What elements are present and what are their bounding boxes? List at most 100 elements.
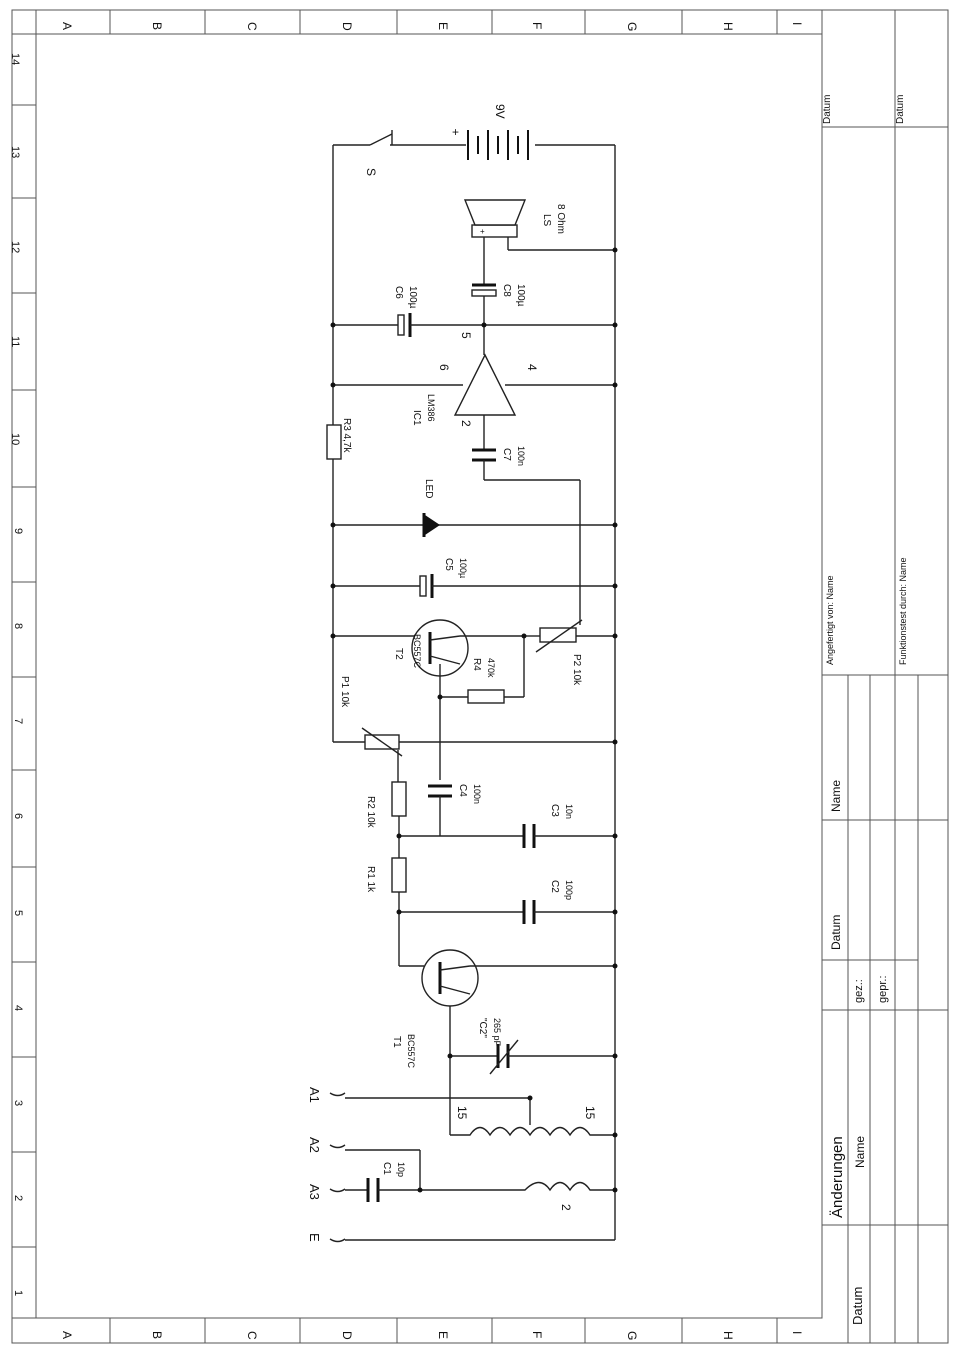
c1-label: C1 [381,1162,392,1175]
ic1-pin2: 2 [459,420,473,427]
r1-label: R1 1k [365,866,376,893]
c4-value: 100n [472,784,482,804]
col-label-top-i: I [790,22,804,25]
row-label-9: 9 [12,528,24,534]
row-label-1: 1 [12,1290,24,1296]
resistor-r4: R4 470k [440,636,525,704]
ic1-pin5: 5 [459,332,473,339]
t2-label: T2 [393,648,404,660]
capacitor-c3: C3 10n [399,804,615,848]
row-label-14: 14 [9,53,21,65]
row-label-6: 6 [12,813,24,819]
t2-type: BC557C [412,634,422,669]
ls-value: 8 Ohm [555,204,566,234]
c8-label: C8 [501,284,512,297]
transistor-t1: T1 BC557C [391,949,615,1135]
c3-label: C3 [549,804,560,817]
led-label: LED [423,479,434,498]
p2-label: P2 10k [571,654,582,686]
c7-value: 100n [516,446,526,466]
variable-capacitor-c2: "C2" 265 pF [450,1018,615,1075]
loudspeaker-ls: + LS 8 Ohm [463,199,615,285]
switch-s: S [364,130,393,176]
gez-label: gez.: [853,979,865,1003]
capacitor-c8: C8 100µ [471,283,526,355]
col-label-bottom-i: I [790,1331,804,1334]
capacitor-c6: C6 100µ [333,286,615,337]
gepr-label: gepr.: [877,975,889,1003]
r2-label: R2 10k [365,796,376,829]
c1-value: 10p [396,1162,406,1177]
name-header: Name [829,780,843,812]
col-label-bottom-a: A [60,1331,74,1339]
c6-label: C6 [393,286,404,299]
col-label-bottom-c: C [245,1331,259,1340]
junction-dots [330,247,618,1193]
ls-label: LS [541,214,552,227]
resistor-r2: R2 10k [365,781,407,858]
row-label-3: 3 [12,1100,24,1106]
col-label-top-a: A [60,22,74,30]
ic1-pin6: 6 [437,364,451,371]
col-label-bottom-g: G [625,1331,639,1340]
aenderungen-name: Name [853,1136,867,1168]
r4-label: R4 [471,658,482,671]
r4-value: 470k [486,658,496,678]
battery-plus: + [452,125,459,139]
switch-label: S [364,168,378,176]
col-label-bottom-e: E [436,1331,450,1339]
t1-label: T1 [391,1036,402,1048]
terminal-a1: A1 [307,1087,322,1103]
battery-9v: + 9V [452,104,529,160]
title-block [822,10,948,1343]
ic1-pin4: 4 [525,364,539,371]
col-label-bottom-d: D [340,1331,354,1340]
potentiometer-p1: P1 10k [333,676,615,782]
coil-2: 2 [420,1181,615,1211]
col-label-bottom-b: B [150,1331,164,1339]
ic1-label: IC1 [411,410,422,426]
ls-plus: + [480,227,485,236]
c8-value: 100µ [515,284,526,307]
resistor-r1: R1 1k [365,857,407,966]
angefertigt-label: Angefertigt von: Name [825,575,835,665]
capacitor-c7: C7 100n [472,446,581,625]
datum-header: Datum [829,915,843,950]
column-dividers [109,10,778,1343]
col-label-top-h: H [721,22,735,31]
capacitor-c2: C2 100p [399,880,615,924]
col-label-top-b: B [150,22,164,30]
terminal-e: E [307,1233,322,1242]
row-label-13: 13 [9,146,21,158]
c5-label: C5 [443,558,454,571]
row-label-4: 4 [12,1005,24,1011]
funktionstest-label: Funktionstest durch: Name [898,557,908,665]
title-datum-2: Datum [895,95,906,124]
col-label-top-g: G [625,22,639,31]
r3-label: R3 4,7k [341,418,352,453]
c3-value: 10n [564,804,574,819]
col-label-top-c: C [245,22,259,31]
row-label-11: 11 [9,336,21,347]
row-label-12: 12 [9,241,21,253]
coil-label-15a: 15 [455,1106,469,1120]
battery-label: 9V [493,104,507,119]
row-label-7: 7 [12,718,24,724]
col-label-top-f: F [530,22,544,29]
aenderungen-datum: Datum [850,1287,865,1325]
row-dividers [12,104,36,1248]
transistor-t2: T2 BC557C [333,619,524,780]
ic1-type: LM386 [426,394,436,422]
col-label-bottom-f: F [530,1331,544,1338]
c4-label: C4 [457,784,468,797]
c6-value: 100µ [407,286,418,309]
row-label-8: 8 [12,623,24,629]
p1-label: P1 10k [339,676,350,708]
t1-type: BC557C [406,1034,416,1069]
coil-label-15b: 15 [583,1106,597,1120]
resistor-r3: R3 4,7k [326,418,352,460]
c2-value: 100p [564,880,574,900]
col-label-top-e: E [436,22,450,30]
